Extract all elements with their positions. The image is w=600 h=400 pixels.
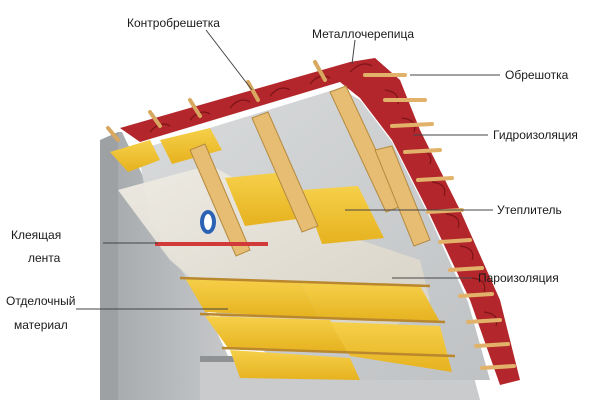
label-waterproofing: Гидроизоляция bbox=[493, 128, 578, 142]
inner-wall bbox=[100, 132, 118, 400]
counter-battens bbox=[106, 60, 327, 142]
label-insulation: Утеплитель bbox=[497, 203, 562, 217]
label-finishing-line1: Отделочный bbox=[6, 294, 76, 308]
finishing-strips bbox=[179, 276, 456, 358]
fastener-clip-highlight bbox=[204, 214, 212, 230]
label-adhesive-tape-line2: лента bbox=[28, 251, 61, 265]
metal-tile-roofing bbox=[120, 58, 520, 385]
leader-lines bbox=[76, 29, 500, 310]
label-counter-batten: Контробрешетка bbox=[127, 16, 220, 30]
insulation-slabs bbox=[110, 128, 452, 380]
metal-tile-ribs bbox=[149, 63, 498, 327]
rafters bbox=[189, 85, 431, 257]
label-vapor-barrier: Пароизоляция bbox=[478, 271, 559, 285]
label-metal-tile: Металлочерепица bbox=[312, 27, 415, 41]
label-adhesive-tape-line1: Клеящая bbox=[11, 228, 62, 242]
label-finishing-line2: материал bbox=[14, 318, 68, 332]
battens bbox=[363, 73, 516, 370]
label-batten: Обрешотка bbox=[505, 68, 569, 82]
